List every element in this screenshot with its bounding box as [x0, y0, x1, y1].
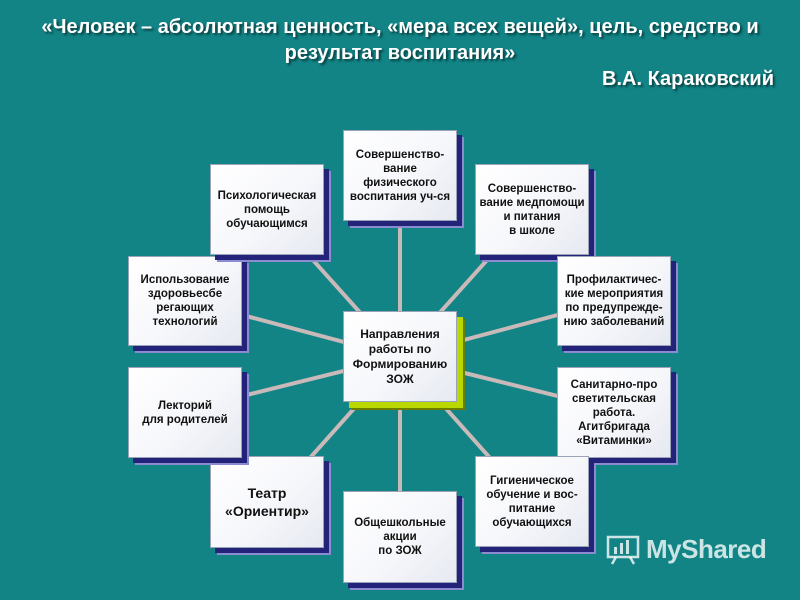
node-psychological-help: Психологическая помощь обучающимся — [210, 164, 324, 255]
node-theatre: Театр «Ориентир» — [210, 456, 324, 548]
presentation-board-icon — [606, 535, 640, 565]
node-hygiene-training: Гигиеническое обучение и вос- питание об… — [475, 456, 589, 547]
node-school-actions: Общешкольные акции по ЗОЖ — [343, 491, 457, 583]
center-node: Направления работы по Формированию ЗОЖ — [343, 311, 457, 402]
watermark-text: MyShared — [646, 534, 767, 564]
quote-author: В.А. Караковский — [602, 68, 774, 90]
node-medical-care: Совершенство- вание медпомощи и питания … — [475, 164, 589, 255]
node-parents-lectures: Лекторий для родителей — [128, 367, 242, 458]
node-disease-prevention: Профилактичес- кие мероприятия по предуп… — [557, 256, 671, 346]
node-health-technologies: Использование здоровьесбе регающих техно… — [128, 256, 242, 346]
node-physical-education: Совершенство- вание физического воспитан… — [343, 130, 457, 221]
page-title: «Человек – абсолютная ценность, «мера вс… — [41, 16, 759, 64]
node-sanitary-education: Санитарно-про светительская работа. Агит… — [557, 367, 671, 458]
watermark: MyShared — [606, 534, 767, 565]
